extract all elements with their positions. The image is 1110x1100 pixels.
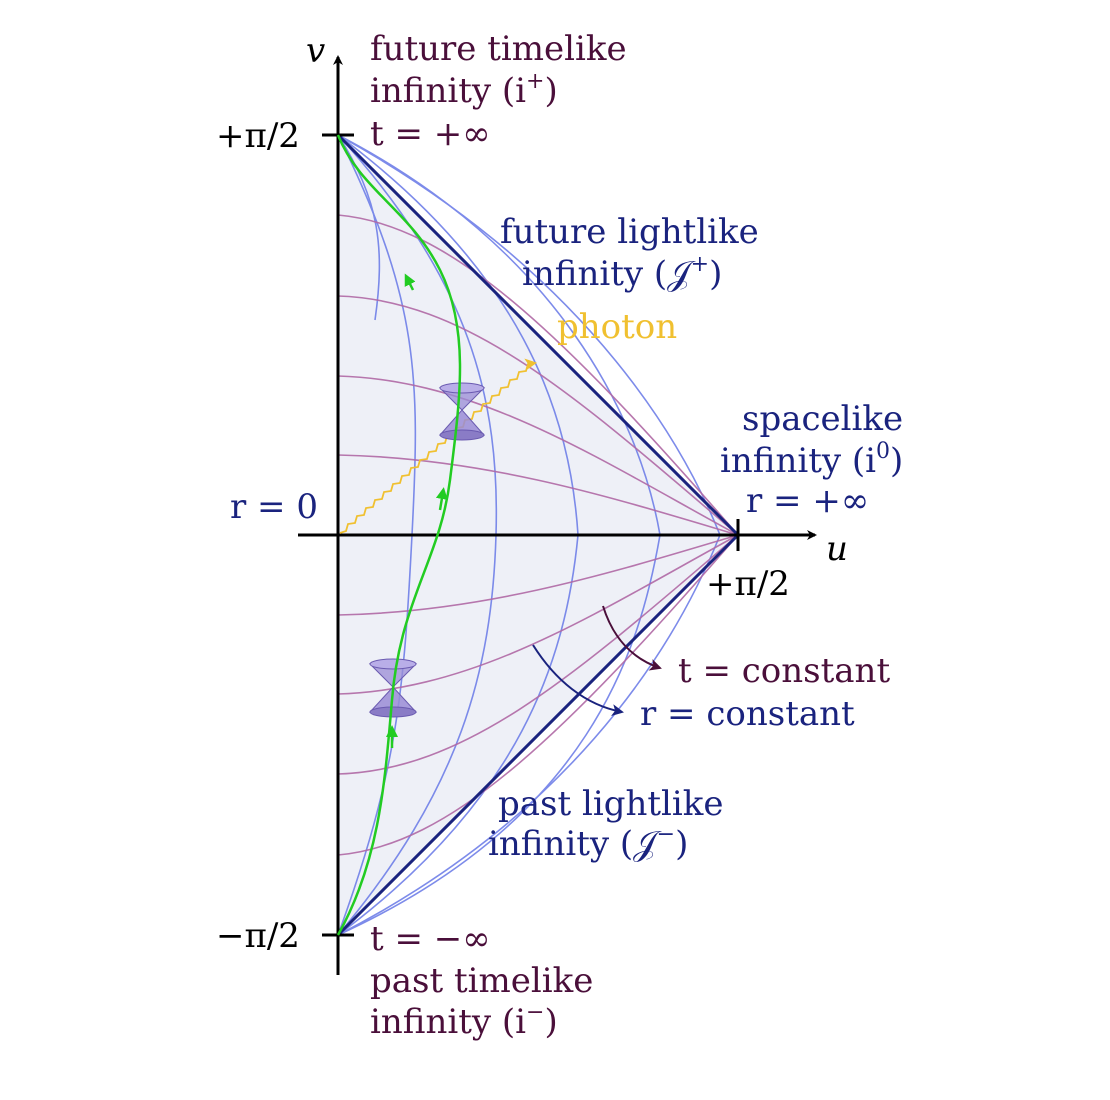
svg-text:t = +∞: t = +∞ xyxy=(370,114,491,154)
svg-text:future lightlike: future lightlike xyxy=(500,212,759,252)
v-axis-label: v xyxy=(306,31,325,71)
spacelike-label: spacelike infinity (i0) r = +∞ xyxy=(720,399,903,521)
svg-text:infinity (𝒥−): infinity (𝒥−) xyxy=(488,822,688,864)
svg-text:infinity (i−): infinity (i−) xyxy=(370,1000,558,1042)
future-lightlike-label: future lightlike infinity (𝒥+) xyxy=(500,212,759,294)
svg-text:spacelike: spacelike xyxy=(742,399,903,439)
svg-text:t = −∞: t = −∞ xyxy=(370,919,491,959)
t-constant-pointer xyxy=(602,605,662,671)
u-tick-label: +π/2 xyxy=(706,564,790,604)
v-bottom-tick-label: −π/2 xyxy=(216,916,300,956)
svg-text:past timelike: past timelike xyxy=(370,961,593,1001)
svg-text:infinity (𝒥+): infinity (𝒥+) xyxy=(522,252,722,294)
light-cone-upper xyxy=(438,382,486,441)
photon-path xyxy=(339,358,537,534)
future-timelike-label: future timelike infinity (i+) t = +∞ xyxy=(370,29,627,154)
worldline-arrow-2 xyxy=(435,487,448,511)
svg-text:r = +∞: r = +∞ xyxy=(746,481,869,521)
past-timelike-label: t = −∞ past timelike infinity (i−) xyxy=(370,919,593,1042)
r-constant-label: r = constant xyxy=(640,694,855,734)
svg-text:infinity (i0): infinity (i0) xyxy=(720,439,903,481)
svg-text:infinity (i+): infinity (i+) xyxy=(370,69,558,111)
v-top-tick-label: +π/2 xyxy=(216,116,300,156)
worldline-arrow-3 xyxy=(404,273,416,291)
worldline xyxy=(336,134,462,936)
past-lightlike-label: past lightlike infinity (𝒥−) xyxy=(488,784,724,864)
r-constant-pointer xyxy=(532,644,624,717)
r-zero-label: r = 0 xyxy=(230,487,318,527)
photon-label: photon xyxy=(557,307,677,347)
svg-text:past lightlike: past lightlike xyxy=(498,784,724,824)
u-axis-label: u xyxy=(826,529,848,569)
svg-text:future timelike: future timelike xyxy=(370,29,627,69)
t-constant-label: t = constant xyxy=(678,651,890,691)
